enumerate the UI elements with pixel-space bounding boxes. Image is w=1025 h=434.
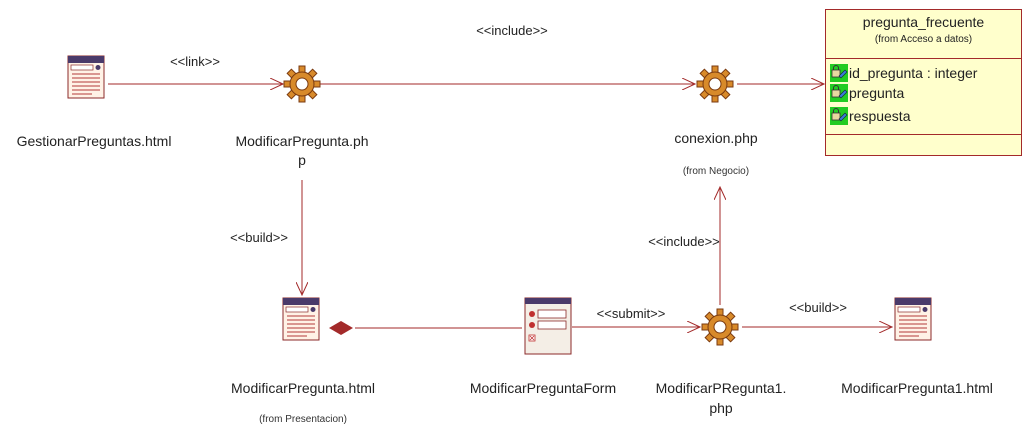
class-separator-bottom — [826, 134, 1021, 135]
modificar-php-label-1: ModificarPregunta.ph — [235, 133, 369, 149]
modificar-html-label: ModificarPregunta.html — [231, 380, 375, 396]
gear-icon-modificar1-php — [701, 308, 739, 346]
attribute-text: pregunta — [849, 85, 905, 101]
form-label: ModificarPreguntaForm — [469, 380, 617, 396]
submit-stereotype: <<submit>> — [596, 306, 666, 321]
include-mid-stereotype: <<include>> — [648, 234, 720, 249]
aggregation-diamond — [329, 321, 353, 335]
attribute-text: id_pregunta : integer — [849, 65, 978, 81]
build-right-stereotype: <<build>> — [789, 300, 847, 315]
class-separator-top — [826, 58, 1021, 59]
modificar1-php-label-1: ModificarPRegunta1. — [655, 380, 787, 396]
class-attribute: pregunta — [830, 84, 904, 104]
link-stereotype: <<link>> — [170, 54, 220, 69]
lock-key-icon — [830, 64, 848, 82]
html-page-icon-modificar — [282, 297, 320, 341]
build-left-stereotype: <<build>> — [230, 230, 288, 245]
conexion-from: (from Negocio) — [682, 166, 750, 177]
class-attribute: respuesta — [830, 107, 910, 127]
class-pregunta-frecuente: pregunta_frecuente (from Acceso a datos)… — [825, 9, 1022, 156]
conexion-label: conexion.php — [674, 130, 758, 146]
gestionar-label: GestionarPreguntas.html — [16, 133, 172, 149]
modificar-php-label-2: p — [298, 152, 306, 168]
modificar-html-from: (from Presentacion) — [259, 414, 347, 425]
include-top-stereotype: <<include>> — [476, 23, 548, 38]
lock-key-icon — [830, 107, 848, 125]
class-title: pregunta_frecuente — [862, 14, 985, 30]
form-icon — [524, 297, 572, 355]
class-attribute: id_pregunta : integer — [830, 64, 977, 84]
class-from: (from Acceso a datos) — [874, 34, 973, 45]
html-page-icon-gestionar — [67, 55, 105, 99]
html-page-icon-modificar1 — [894, 297, 932, 341]
lock-key-icon — [830, 84, 848, 102]
attribute-text: respuesta — [849, 108, 911, 124]
modificar1-php-label-2: php — [709, 400, 733, 416]
modificar1-html-label: ModificarPregunta1.html — [841, 380, 993, 396]
gear-icon-modificar-php — [283, 65, 321, 103]
gear-icon-conexion — [696, 65, 734, 103]
